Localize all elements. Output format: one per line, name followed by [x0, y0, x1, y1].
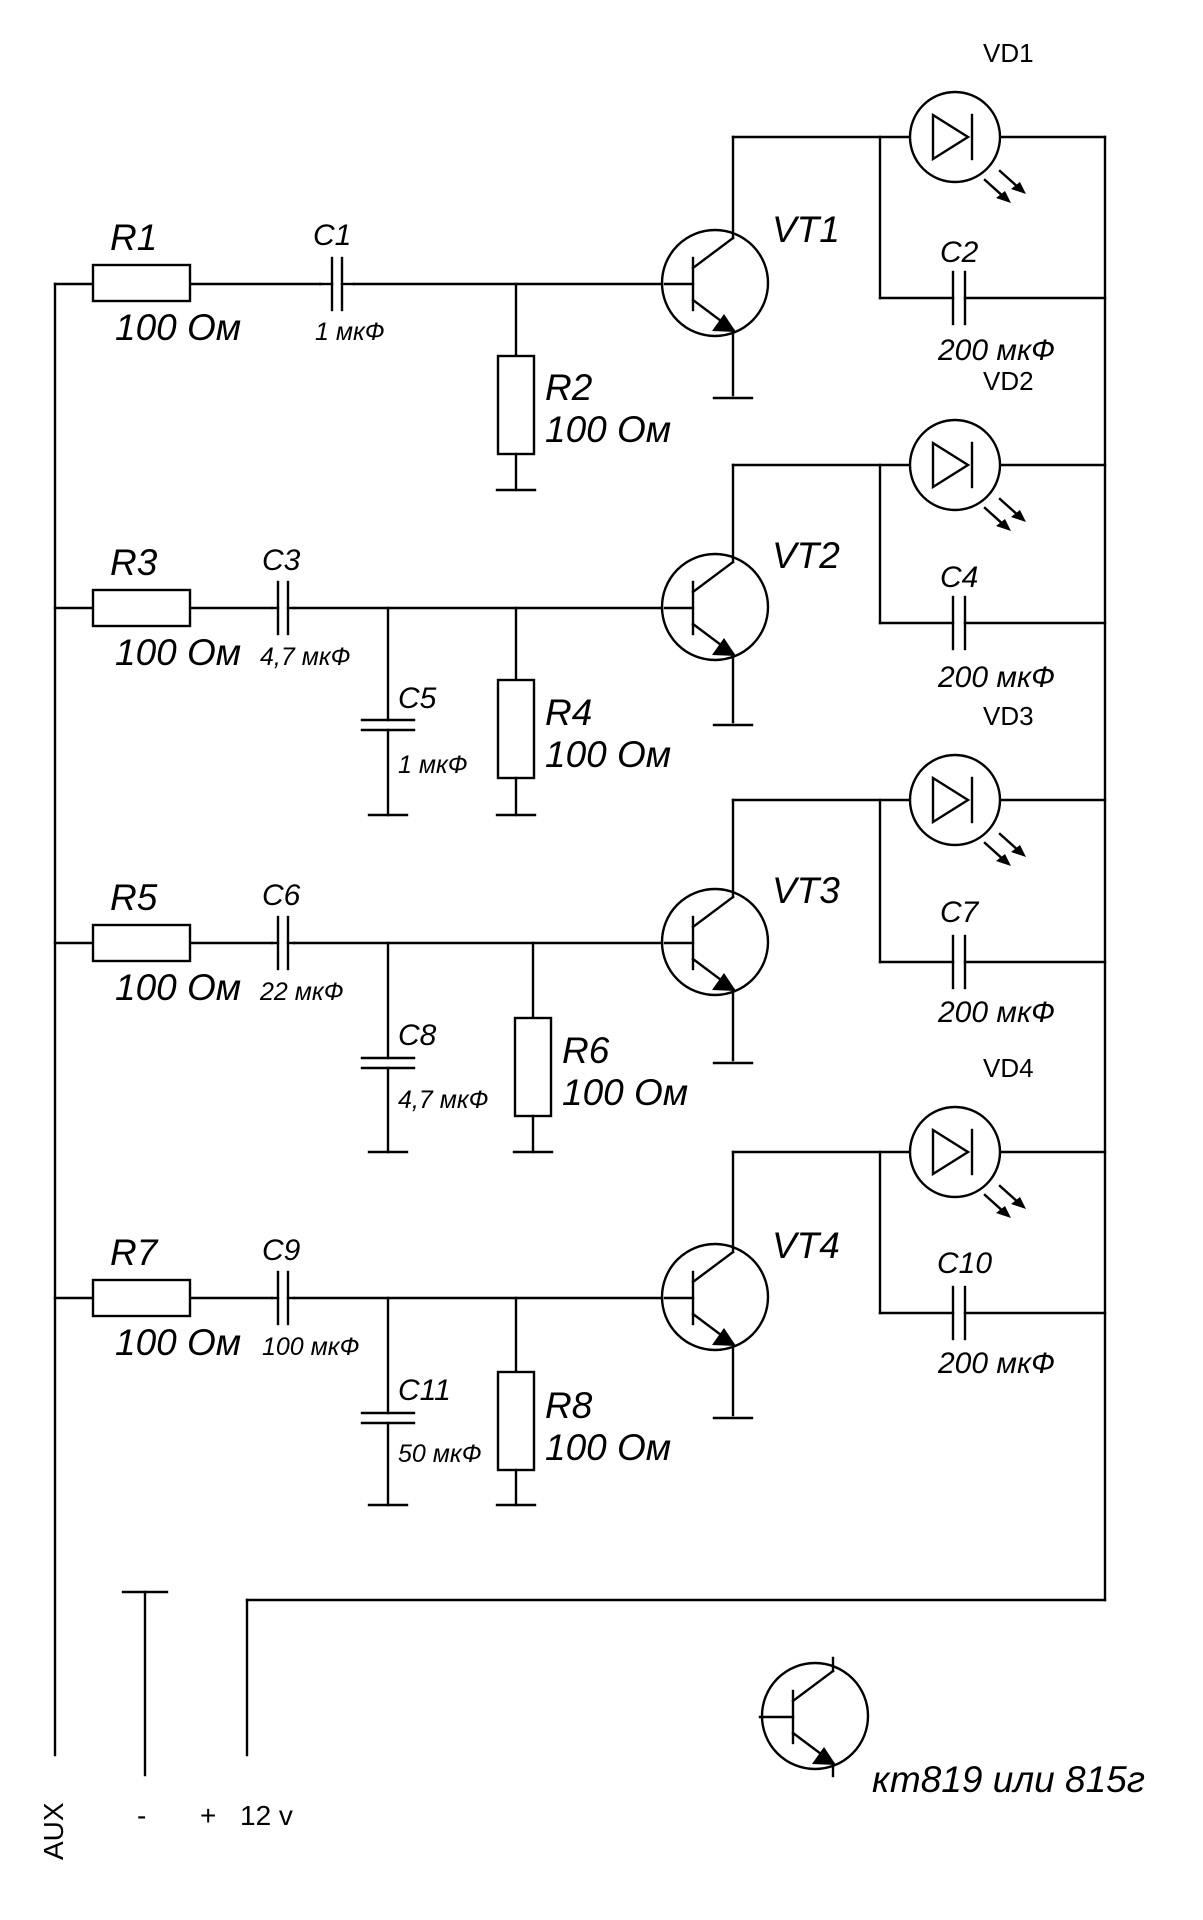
- transistor-vt1: [660, 135, 770, 400]
- stage-2: R3 100 Ом C3 4,7 мкФ C5 1 мкФ R4 100 Ом …: [53, 366, 1107, 817]
- label-vt4-ref: VT4: [772, 1225, 840, 1266]
- capacitor-c4: [878, 463, 1107, 651]
- label-r5-value: 100 Ом: [115, 967, 241, 1008]
- transistor-legend-symbol: [758, 1656, 870, 1778]
- led-vd1: [908, 90, 1026, 203]
- label-r5-ref: R5: [110, 877, 158, 918]
- capacitor-c2: [878, 135, 1107, 326]
- label-c7-ref: C7: [940, 896, 980, 929]
- stage-4: R7 100 Ом C9 100 мкФ C11 50 мкФ R8 100 О…: [53, 1053, 1107, 1507]
- label-c4-value: 200 мкФ: [937, 661, 1055, 694]
- led-vd4: [908, 1105, 1026, 1218]
- capacitor-c6: [270, 915, 296, 971]
- negative-terminal-wire: [121, 1590, 169, 1777]
- plus-terminal-label: +: [200, 1800, 216, 1831]
- capacitor-c1: [318, 256, 356, 312]
- capacitor-c11: [360, 1296, 416, 1507]
- label-c1-ref: C1: [313, 219, 351, 252]
- label-c11-ref: C11: [398, 1374, 451, 1407]
- label-r7-ref: R7: [110, 1232, 159, 1273]
- aux-input-rail: [53, 282, 95, 1757]
- label-r4-value: 100 Ом: [545, 734, 671, 775]
- resistor-r1: [91, 263, 192, 303]
- label-vd4-ref: VD4: [983, 1053, 1034, 1083]
- label-c11-value: 50 мкФ: [398, 1440, 482, 1468]
- led-vd2: [908, 418, 1026, 531]
- label-r6-ref: R6: [562, 1030, 610, 1071]
- transistor-vt2: [660, 463, 770, 727]
- label-r4-ref: R4: [545, 692, 592, 733]
- capacitor-c5: [360, 606, 416, 817]
- led-vd3: [908, 753, 1026, 866]
- label-r8-ref: R8: [545, 1385, 593, 1426]
- label-vt1-ref: VT1: [772, 209, 840, 250]
- label-c2-value: 200 мкФ: [937, 334, 1055, 367]
- capacitor-c7: [878, 798, 1107, 990]
- resistor-r3: [91, 588, 192, 628]
- label-c9-value: 100 мкФ: [262, 1333, 359, 1361]
- label-vt2-ref: VT2: [772, 535, 840, 576]
- label-r7-value: 100 Ом: [115, 1322, 241, 1363]
- resistor-r2: [495, 282, 537, 492]
- resistor-r8: [495, 1296, 537, 1507]
- label-c5-ref: C5: [398, 682, 437, 715]
- stage-1: R1 100 Ом C1 1 мкФ R2 100 Ом VT1 VD1 C2 …: [91, 38, 1107, 492]
- label-r3-ref: R3: [110, 542, 158, 583]
- minus-terminal-label: -: [137, 1800, 146, 1831]
- label-c10-ref: C10: [937, 1247, 992, 1280]
- transistor-vt4: [660, 1150, 770, 1420]
- label-c5-value: 1 мкФ: [398, 751, 468, 779]
- label-r1-value: 100 Ом: [115, 307, 241, 348]
- label-vd3-ref: VD3: [983, 701, 1034, 731]
- label-c8-value: 4,7 мкФ: [398, 1086, 489, 1114]
- label-c8-ref: C8: [398, 1019, 437, 1052]
- label-r3-value: 100 Ом: [115, 632, 241, 673]
- capacitor-c3: [270, 580, 296, 636]
- label-c7-value: 200 мкФ: [937, 996, 1055, 1029]
- label-c2-ref: C2: [940, 236, 979, 269]
- voltage-label: 12 v: [240, 1800, 293, 1831]
- label-c10-value: 200 мкФ: [937, 1347, 1055, 1380]
- label-c3-ref: C3: [262, 544, 301, 577]
- label-r6-value: 100 Ом: [562, 1072, 688, 1113]
- capacitor-c10: [878, 1150, 1107, 1341]
- label-c6-ref: C6: [262, 879, 301, 912]
- resistor-r7: [91, 1278, 192, 1318]
- resistor-r5: [91, 923, 192, 963]
- capacitor-c8: [360, 941, 416, 1154]
- label-vd2-ref: VD2: [983, 366, 1034, 396]
- resistor-r4: [495, 606, 537, 817]
- label-c9-ref: C9: [262, 1234, 301, 1267]
- resistor-r6: [512, 941, 554, 1154]
- label-r2-ref: R2: [545, 367, 593, 408]
- capacitor-c9: [270, 1270, 296, 1326]
- label-r8-value: 100 Ом: [545, 1427, 671, 1468]
- label-r1-ref: R1: [110, 217, 157, 258]
- aux-terminal-label: AUX: [38, 1802, 69, 1860]
- label-vd1-ref: VD1: [983, 38, 1034, 68]
- label-c1-value: 1 мкФ: [315, 318, 385, 346]
- stage-3: R5 100 Ом C6 22 мкФ C8 4,7 мкФ R6 100 Ом…: [53, 701, 1107, 1154]
- label-r2-value: 100 Ом: [545, 409, 671, 450]
- label-c6-value: 22 мкФ: [259, 978, 344, 1006]
- label-vt3-ref: VT3: [772, 870, 840, 911]
- label-c4-ref: C4: [940, 561, 978, 594]
- transistor-type-note: кт819 или 815г: [872, 1759, 1145, 1800]
- label-c3-value: 4,7 мкФ: [260, 643, 351, 671]
- transistor-vt3: [660, 798, 770, 1065]
- supply-feed-wire: [245, 1598, 1107, 1757]
